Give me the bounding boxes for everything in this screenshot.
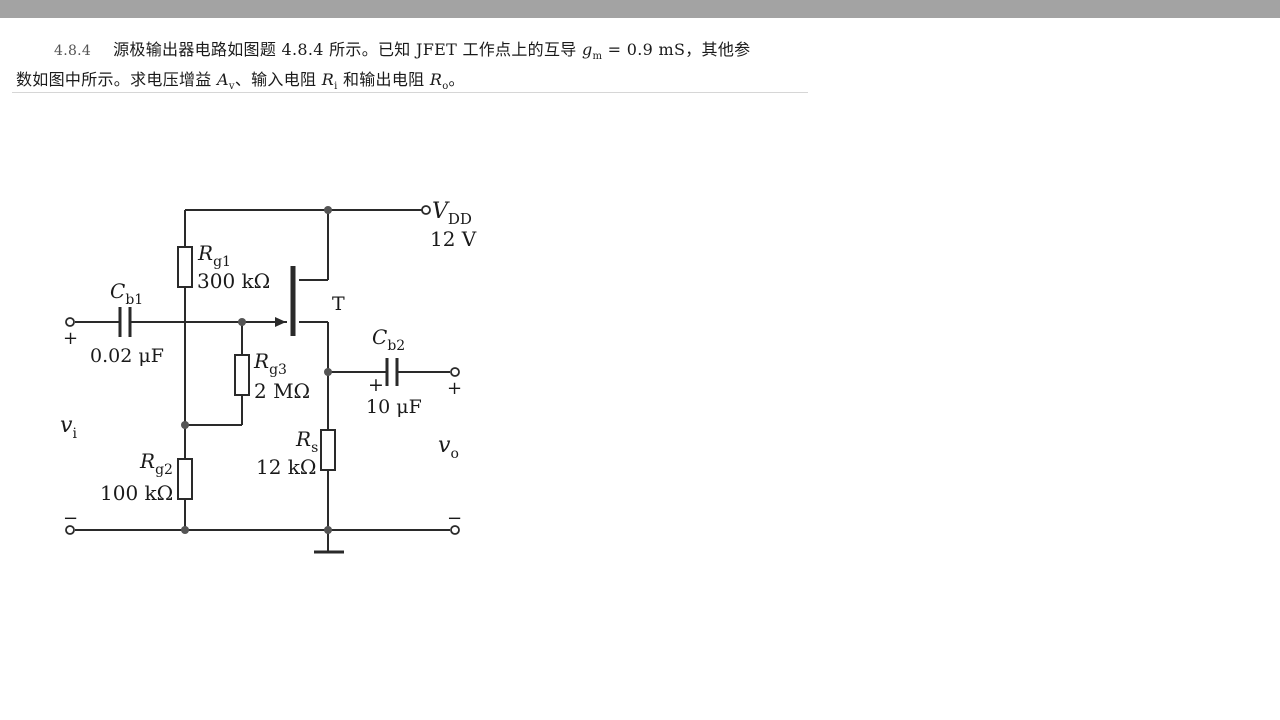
- rg3-value: 2 MΩ: [254, 379, 310, 403]
- ro-symbol: R: [429, 70, 443, 89]
- capacitor-cb2: [385, 358, 399, 386]
- rs-label: Rs: [295, 427, 318, 456]
- output-minus-sign: −: [447, 508, 462, 529]
- cb2-label: Cb2: [372, 325, 405, 354]
- line1-text-b: = 0.9 mS，其他参: [602, 40, 751, 59]
- input-plus-terminal: [65, 317, 75, 327]
- resistor-rg3: [234, 354, 250, 396]
- ri-symbol: R: [321, 70, 335, 89]
- output-plus-terminal: [450, 367, 460, 377]
- cb1-value: 0.02 μF: [90, 345, 164, 367]
- input-plus-sign: +: [63, 328, 78, 349]
- vdd-label: VDD: [432, 199, 472, 228]
- output-minus-terminal: [450, 525, 460, 535]
- vdd-value: 12 V: [430, 227, 477, 251]
- gm-symbol: g: [581, 40, 593, 59]
- rg1-label: Rg1: [197, 241, 231, 270]
- problem-number: 4.8.4: [54, 43, 92, 59]
- jfet-transistor: [275, 266, 296, 336]
- line1-text-a: 源极输出器电路如图题 4.8.4 所示。已知 JFET 工作点上的互导: [113, 40, 582, 59]
- top-bar: [0, 0, 1280, 18]
- line2-text-a: 数如图中所示。求电压增益: [16, 70, 217, 89]
- cb1-label: Cb1: [110, 279, 143, 308]
- input-minus-sign: −: [63, 508, 78, 529]
- capacitor-cb1: [118, 307, 132, 337]
- vdd-terminal: [421, 205, 431, 215]
- vi-label: vi: [60, 413, 77, 442]
- problem-statement: 4.8.4 源极输出器电路如图题 4.8.4 所示。已知 JFET 工作点上的互导…: [12, 30, 808, 93]
- vo-label: vo: [438, 433, 459, 462]
- rs-value: 12 kΩ: [256, 455, 317, 479]
- ri-sub: i: [334, 81, 338, 93]
- av-sub: v: [228, 81, 235, 93]
- problem-line-1: 4.8.4 源极输出器电路如图题 4.8.4 所示。已知 JFET 工作点上的互导…: [54, 36, 750, 62]
- line2-text-b: 、输入电阻: [234, 70, 322, 89]
- resistor-rg2: [177, 458, 193, 500]
- rg1-value: 300 kΩ: [197, 269, 270, 293]
- problem-line-2: 数如图中所示。求电压增益 Av、输入电阻 Ri 和输出电阻 Ro。: [16, 66, 465, 92]
- input-minus-terminal: [65, 525, 75, 535]
- resistor-rg1: [177, 246, 193, 288]
- output-plus-sign: +: [447, 378, 462, 399]
- gm-sub: m: [592, 51, 603, 63]
- junction-dots: [181, 206, 332, 534]
- line2-text-d: 。: [448, 70, 465, 89]
- transistor-label: T: [332, 293, 345, 315]
- cb2-polarity: +: [368, 374, 384, 396]
- rg2-label: Rg2: [139, 449, 173, 478]
- rg2-value: 100 kΩ: [100, 481, 173, 505]
- av-symbol: A: [217, 70, 229, 89]
- line2-text-c: 和输出电阻: [337, 70, 430, 89]
- rg3-label: Rg3: [253, 349, 287, 378]
- cb2-value: 10 μF: [366, 396, 422, 418]
- resistor-rs: [320, 429, 336, 471]
- ro-sub: o: [442, 81, 449, 93]
